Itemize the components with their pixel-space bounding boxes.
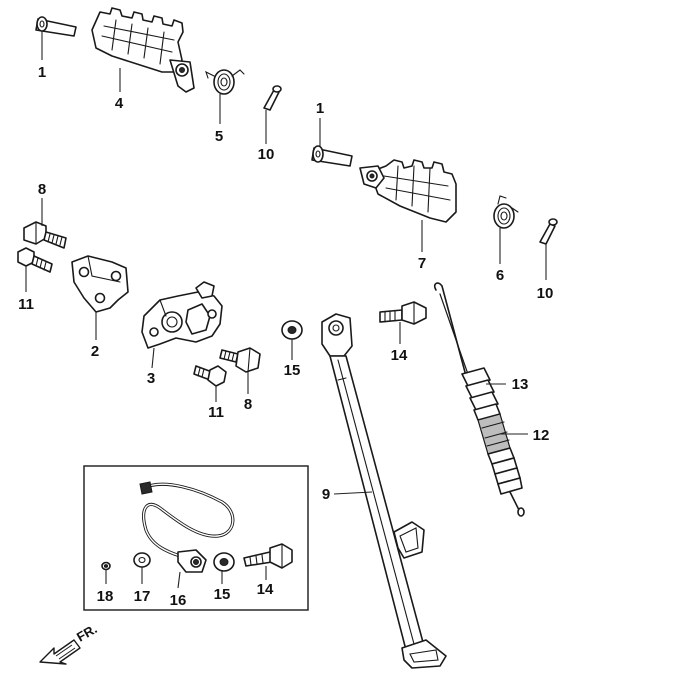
part-spring-5 — [205, 69, 245, 95]
callout-11-upper: 11 — [18, 296, 34, 313]
part-bolt-11-lower — [193, 365, 227, 387]
callout-14-upper: 14 — [391, 347, 408, 364]
callout-15-inset: 15 — [214, 586, 231, 603]
part-cotter-pin-10-right — [539, 218, 558, 245]
part-collar-15-upper — [281, 320, 303, 340]
callout-9: 9 — [322, 486, 330, 503]
inset-frame — [83, 465, 309, 611]
callout-7: 7 — [418, 255, 426, 272]
callout-12: 12 — [533, 427, 550, 444]
callout-17: 17 — [134, 588, 151, 605]
part-nut-18 — [101, 561, 111, 571]
front-label: FR. — [74, 621, 100, 644]
part-spring-6 — [493, 195, 519, 229]
part-bracket-2 — [71, 255, 129, 313]
callout-8-upper: 8 — [38, 181, 46, 198]
callout-3: 3 — [147, 370, 155, 387]
callout-2: 2 — [91, 343, 99, 360]
callout-5: 5 — [215, 128, 223, 145]
part-spring-assembly — [433, 282, 525, 517]
part-side-stand-9 — [321, 313, 447, 669]
callout-11-lower: 11 — [208, 404, 224, 421]
callout-labels: 1 4 5 10 1 7 6 10 8 11 2 3 11 8 15 14 13… — [18, 64, 553, 609]
callout-18: 18 — [97, 588, 114, 605]
callout-4: 4 — [115, 95, 124, 112]
callout-6: 6 — [496, 267, 504, 284]
part-bolt-8-lower — [219, 347, 261, 373]
part-bolt-14-inset — [243, 543, 293, 569]
part-switch-16 — [139, 481, 235, 573]
part-bolt-8-upper — [23, 221, 67, 249]
front-direction-indicator: FR. — [39, 621, 100, 665]
part-pin-1-left — [35, 16, 77, 37]
callout-16: 16 — [170, 592, 187, 609]
part-bracket-3 — [141, 281, 223, 349]
part-collar-15-inset — [213, 552, 235, 572]
callout-8-lower: 8 — [244, 396, 252, 413]
part-footpeg-7 — [359, 159, 457, 223]
callout-14-inset: 14 — [257, 581, 274, 598]
callout-13: 13 — [512, 376, 529, 393]
part-spring-13 — [461, 367, 501, 421]
callout-10-right: 10 — [537, 285, 554, 302]
callout-15-upper: 15 — [284, 362, 301, 379]
callout-10-left: 10 — [258, 146, 275, 163]
part-footpeg-4 — [91, 7, 195, 93]
part-cotter-pin-10-left — [263, 85, 282, 111]
leader-lines — [25, 31, 547, 589]
part-pin-1-right — [311, 145, 353, 167]
callout-1-left: 1 — [38, 64, 46, 81]
part-bolt-14-upper — [379, 301, 427, 325]
callout-1-right: 1 — [316, 100, 324, 117]
part-washer-17 — [133, 552, 151, 568]
part-bolt-11-upper — [17, 247, 53, 273]
arrow-left-down-icon — [39, 639, 81, 665]
